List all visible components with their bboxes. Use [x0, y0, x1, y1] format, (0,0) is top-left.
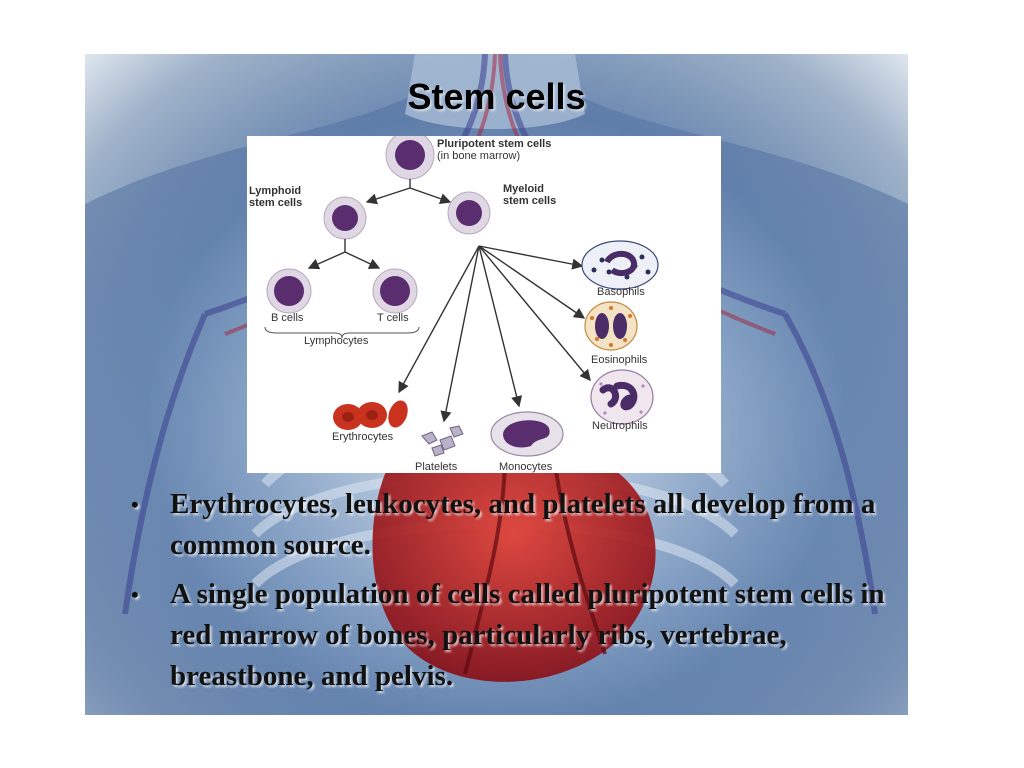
bullet-item-1: • Erythrocytes, leukocytes, and platelet… — [125, 484, 885, 566]
b-cells-label: B cells — [271, 312, 304, 324]
bullet-text-2: A single population of cells called plur… — [170, 578, 885, 692]
myeloid-label: Myeloid — [503, 183, 544, 195]
pluripotent-label: Pluripotent stem cells — [437, 138, 551, 150]
pluripotent-stem-cell — [385, 130, 435, 180]
heart-shape — [372, 436, 656, 682]
platelets-group — [421, 425, 464, 457]
stem-cell-diagram-svg: Pluripotent stem cells (in bone marrow) … — [249, 130, 659, 473]
stem-cell-diagram: Pluripotent stem cells (in bone marrow) … — [247, 130, 721, 473]
myeloid-sublabel: stem cells — [503, 195, 556, 207]
lymphoid-stem-cell — [323, 196, 367, 240]
erythrocytes-group — [333, 400, 408, 430]
platelets-label: Platelets — [415, 461, 458, 473]
slide: Stem cells Pluripotent stem cells (in bo… — [85, 54, 908, 715]
lymphoid-label: Lymphoid — [249, 185, 301, 197]
basophils-label: Basophils — [597, 286, 645, 298]
lymphoid-sublabel: stem cells — [249, 197, 302, 209]
bullet-marker: • — [131, 582, 139, 607]
monocyte — [490, 411, 564, 457]
slide-title: Stem cells — [407, 76, 586, 117]
neutrophils-label: Neutrophils — [592, 420, 648, 432]
bullet-marker: • — [131, 492, 139, 517]
neutrophil — [590, 369, 654, 425]
bullet-item-2: • A single population of cells called pl… — [125, 574, 885, 697]
pluripotent-sublabel: (in bone marrow) — [437, 150, 520, 162]
monocytes-label: Monocytes — [499, 461, 553, 473]
eosinophil — [584, 301, 638, 351]
b-cell — [266, 268, 312, 314]
lymphoid-branches — [307, 239, 381, 270]
pluripotent-branches — [365, 179, 452, 205]
t-cell — [372, 268, 418, 314]
neck-shape — [405, 54, 585, 129]
bullet-list: • Erythrocytes, leukocytes, and platelet… — [125, 484, 885, 705]
basophil — [581, 240, 659, 290]
eosinophils-label: Eosinophils — [591, 354, 648, 366]
erythrocytes-label: Erythrocytes — [332, 431, 394, 443]
myeloid-stem-cell — [447, 191, 491, 235]
heart-vessels — [463, 453, 607, 675]
lymphocytes-label: Lymphocytes — [304, 335, 369, 347]
t-cells-label: T cells — [377, 312, 409, 324]
lymphocytes-brace — [264, 326, 420, 339]
bullet-text-1: Erythrocytes, leukocytes, and platelets … — [170, 488, 876, 561]
myeloid-branches — [398, 245, 591, 423]
